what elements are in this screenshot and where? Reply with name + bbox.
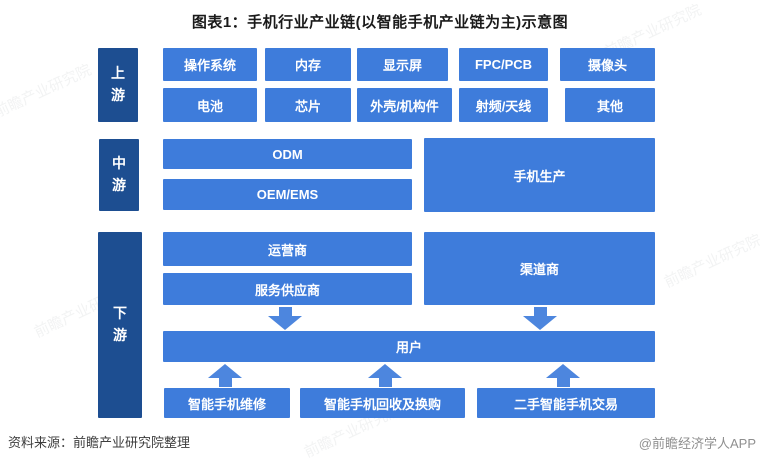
box-fpc-pcb: FPC/PCB [459,48,548,81]
box-phone-repair: 智能手机维修 [164,388,290,418]
box-user: 用户 [163,331,655,362]
box-phone-production: 手机生产 [424,138,655,212]
box-phone-recycle: 智能手机回收及换购 [300,388,465,418]
box-oem-ems: OEM/EMS [163,179,412,210]
arrow-stem [218,378,232,387]
box-channel-dealer: 渠道商 [424,232,655,305]
arrow-stem [556,378,570,387]
box-other: 其他 [565,88,655,122]
downstream-label: 下游 [98,232,142,418]
watermark-text: 前瞻产业研究院 [0,61,95,122]
box-service-provider: 服务供应商 [163,273,412,305]
arrow-stem [278,307,292,316]
credit-note: @前瞻经济学人APP [638,436,756,451]
arrow-stem [533,307,547,316]
box-secondhand-trade: 二手智能手机交易 [477,388,655,418]
downstream-label-text: 下游 [113,305,127,343]
arrow-head [368,364,402,378]
source-note: 资料来源：前瞻产业研究院整理 [8,435,191,450]
box-camera: 摄像头 [560,48,655,81]
box-chip: 芯片 [265,88,351,122]
box-carrier: 运营商 [163,232,412,266]
arrow-head [268,316,302,330]
box-display: 显示屏 [357,48,448,81]
arrow-down-icon [268,307,302,330]
box-memory: 内存 [265,48,351,81]
box-operating-system: 操作系统 [163,48,257,81]
box-battery: 电池 [163,88,257,122]
box-rf-antenna: 射频/天线 [459,88,548,122]
box-odm: ODM [163,139,412,169]
arrow-head [208,364,242,378]
figure-title: 图表1：手机行业产业链(以智能手机产业链为主)示意图 [191,14,569,31]
arrow-down-icon [523,307,557,330]
arrow-up-icon [546,364,580,387]
midstream-label: 中游 [99,139,139,211]
arrow-head [523,316,557,330]
box-casing: 外壳/机构件 [357,88,452,122]
watermark-text: 前瞻产业研究院 [661,231,760,292]
arrow-up-icon [208,364,242,387]
upstream-label-text: 上游 [111,65,125,103]
arrow-head [546,364,580,378]
arrow-up-icon [368,364,402,387]
arrow-stem [378,378,392,387]
midstream-label-text: 中游 [112,155,126,193]
upstream-label: 上游 [98,48,138,122]
